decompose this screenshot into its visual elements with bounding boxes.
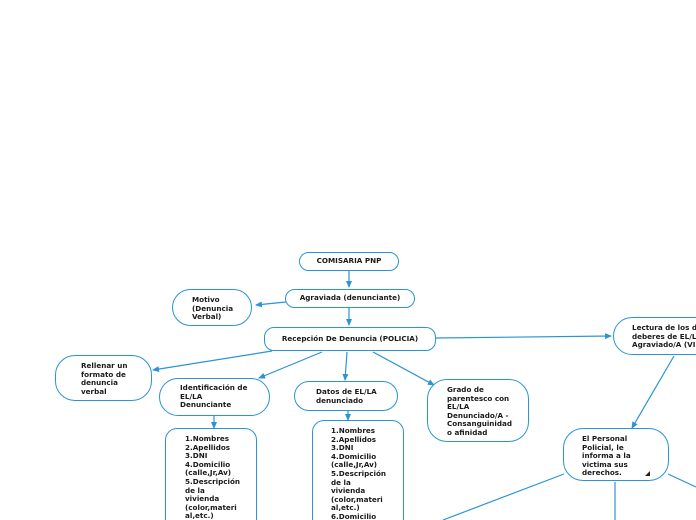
node-rellenar-label: Rellenar un formato de denuncia verbal [81, 361, 128, 396]
node-personal[interactable]: El Personal Policial, le informa a la vi… [563, 428, 669, 481]
edge-recepcion-grado [372, 351, 435, 386]
edge-agraviada-motivo [255, 301, 287, 308]
node-lista-datos[interactable]: 1.Nombres 2.Apellidos 3.DNI 4.Domicilio … [312, 420, 404, 520]
node-recepcion-label: Recepción De Denuncia (POLICIA) [281, 333, 419, 343]
node-agraviada[interactable]: Agraviada (denunciante) [285, 289, 415, 308]
node-identificacion[interactable]: Identificación de EL/LA Denunciante [159, 378, 270, 416]
node-lista-identificacion-label: 1.Nombres 2.Apellidos 3.DNI 4.Domicilio … [185, 434, 241, 520]
node-personal-label: El Personal Policial, le informa a la vi… [582, 434, 631, 478]
node-agraviada-label: Agraviada (denunciante) [299, 293, 401, 303]
node-lista-identificacion[interactable]: 1.Nombres 2.Apellidos 3.DNI 4.Domicilio … [165, 428, 257, 520]
node-comisaria-label: COMISARIA PNP [316, 256, 382, 266]
edge-personal-down-left [442, 473, 565, 520]
collapse-triangle-icon[interactable] [645, 471, 650, 476]
node-motivo[interactable]: Motivo (Denuncia Verbal) [172, 289, 252, 326]
edge-recepcion-identificacion [258, 351, 323, 379]
node-grado-label: Grado de parentesco con EL/LA Denunciado… [447, 385, 513, 437]
node-rellenar[interactable]: Rellenar un formato de denuncia verbal [55, 355, 152, 401]
edge-recepcion-datos [342, 351, 349, 381]
node-recepcion[interactable]: Recepción De Denuncia (POLICIA) [264, 327, 436, 351]
node-datos-label: Datos de EL/LA denunciado [316, 387, 377, 405]
node-lista-datos-label: 1.Nombres 2.Apellidos 3.DNI 4.Domicilio … [331, 426, 387, 520]
edge-recepcion-lectura [435, 333, 612, 340]
node-comisaria[interactable]: COMISARIA PNP [299, 252, 399, 271]
node-lectura[interactable]: Lectura de los de deberes de EL/L Agravi… [613, 317, 696, 355]
edge-lectura-personal [631, 355, 675, 429]
node-lectura-label: Lectura de los de deberes de EL/L Agravi… [632, 323, 696, 350]
node-identificacion-label: Identificación de EL/LA Denunciante [180, 383, 248, 410]
edge-recepcion-rellenar [152, 350, 273, 373]
edge-personal-down-right [667, 473, 696, 488]
node-datos[interactable]: Datos de EL/LA denunciado [294, 381, 398, 411]
node-grado[interactable]: Grado de parentesco con EL/LA Denunciado… [427, 379, 529, 442]
node-motivo-label: Motivo (Denuncia Verbal) [192, 295, 234, 322]
